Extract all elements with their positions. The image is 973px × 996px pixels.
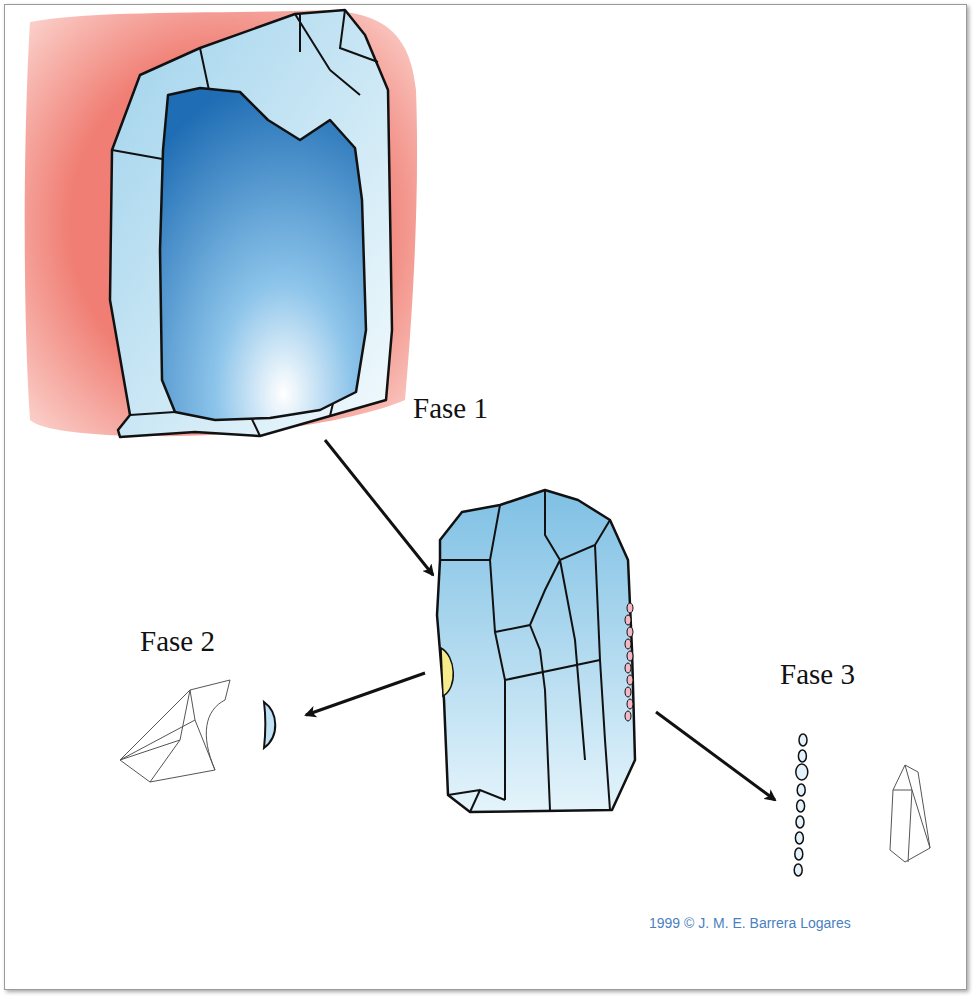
copyright-notice: 1999 © J. M. E. Barrera Logares [649,915,851,931]
retouch-scar [627,699,633,709]
microburin [264,702,275,748]
bladelet [795,832,803,844]
arrow [306,673,425,715]
retouch-scar [625,615,631,625]
retouch-scar [627,651,633,661]
retouch-scar [625,687,631,697]
blade-core [437,490,635,812]
bladelet [794,864,802,876]
phase-label: Fase 1 [413,392,488,425]
bladelet [798,750,806,762]
notch [441,648,453,696]
bladelet [799,734,807,746]
phase-label: Fase 2 [140,625,215,658]
bladelet [797,784,805,796]
bladelet [795,848,803,860]
phase-label: Fase 3 [780,658,855,691]
retouch-scar [627,603,633,613]
arrow [656,712,775,800]
wireframe [890,765,930,862]
bladelet [797,800,805,812]
cortex [25,10,417,436]
bladelet [796,816,804,828]
retouch-scar [625,711,631,721]
bladelets [794,734,808,876]
retouch [625,603,633,721]
facet-ridges [440,490,610,812]
retouch-scar [627,627,633,637]
bladelet [796,764,808,780]
arrow [325,440,433,575]
wireframe [120,680,230,782]
retouch-scar [625,663,631,673]
facet-ridges [112,10,378,436]
main-scar [160,88,366,420]
retouch-scar [625,639,631,649]
core-outline [110,10,392,437]
retouch-scar [627,675,633,685]
